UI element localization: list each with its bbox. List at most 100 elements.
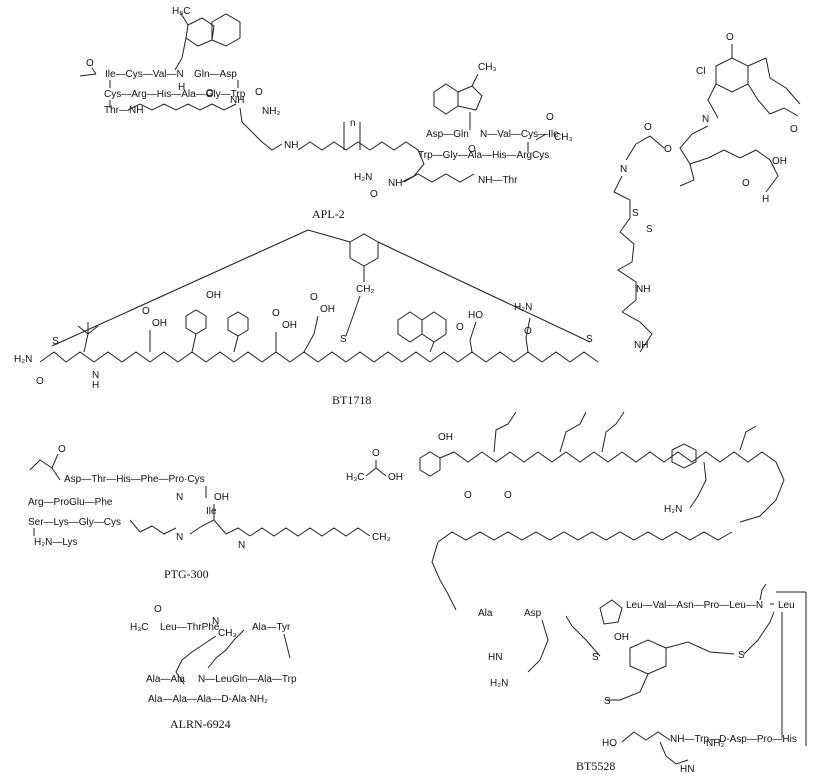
bt1718-structure: CH₂ H₂N S S S OH O OH O OH O OH O HO H₂N… [14,229,599,407]
bt1718-h2n-amide: H₂N [514,302,532,313]
may-cl: Cl [696,66,705,77]
may-o-top: O [726,32,734,43]
bt1718-o1: O [142,306,150,317]
ptg-row1: Asp—Thr—His—Phe—Pro·Cys [64,474,205,485]
bt1718-s-left: S [52,336,59,347]
apl2-right-indole [457,85,483,111]
maytansinoid-aryl-ring [715,57,749,93]
bt5528-o-me: O [464,490,472,501]
bt5528-s1: S [592,652,599,663]
alrn-h3c: H₃C [130,622,149,633]
bt1718-o3: O [310,292,318,303]
may-nh: NH [636,284,650,295]
alrn6924-structure: H₃C O Leu—ThrPhe N CH₃ Ala—Tyr Ala—Ala N… [130,604,297,731]
bt1718-ch2: CH₂ [356,284,374,295]
bt1718-oh3: OH [320,304,335,315]
apl2-right-row1: Asp—Gln [426,129,469,140]
maytansinoid-structure: O Cl O N OH O H O O N S S NH NH [613,32,801,353]
apl2-o-b: O [255,87,263,98]
apl2-o-c: O [370,189,378,200]
apl2-row1: Ile—Cys—Val—N [105,69,184,80]
apl2-n-sub: n [350,118,356,129]
may-h: H [762,194,769,205]
apl2-right-row3: NH—Thr [478,175,518,186]
ptg-row4: H₂N—Lys [34,537,78,548]
acetic-o: O [372,448,380,459]
alrn-row2: Ala—Ala [146,674,185,685]
bt5528-bottom-row: NH—Trp—D-Asp—Pro—His [670,734,797,745]
bt1718-h-1: H [92,380,99,391]
ptg-row2b: Ile [206,506,217,517]
bt5528-leu-end: Leu [778,600,795,611]
ptg-o: O [58,444,66,455]
ptg-row2a: Arg—ProGlu—Phe [28,497,113,508]
bt5528-proline [599,599,623,625]
bt1718-phe-ring [227,311,249,337]
bt5528-benzyl [671,443,697,469]
may-o-methoxy: O [790,124,798,135]
acetic-oh: OH [388,472,403,483]
apl2-row2: Cys—Arg—His—Ala—Gly—Trp [104,89,246,100]
apl2-nh-c: NH [388,178,402,189]
bt1718-n-1: N [92,370,99,381]
alrn-row1b: Ala—Tyr [252,622,291,633]
bt1718-o-bottom: O [36,376,44,387]
bt5528-caption: BT5528 [576,759,615,773]
bt1718-o4: O [456,322,464,333]
bt5528-o-me-2: O [504,490,512,501]
bt5528-structure: OH O O H₂N Ala Asp Leu—Val—Asn—Pro—Leu—N… [419,411,807,775]
apl2-row1b: Gln—Asp [194,69,237,80]
apl2-ch3-right: CH₃ [478,62,497,73]
bt5528-top-chain [439,451,777,463]
bt5528-oh-pro: OH [614,632,629,643]
bt5528-row-peptide: Leu—Val—Asn—Pro—Leu—N [626,600,763,611]
may-nh-2: NH [634,340,648,351]
alrn-n: N [212,616,219,627]
apl2-nh2-a: NH₂ [262,106,280,117]
ptg-oh: OH [214,492,229,503]
apl2-o-acetyl-right: O [546,112,554,123]
bt5528-s2: S [738,650,745,661]
may-n: N [702,114,709,125]
ptg-n-2: N [238,540,245,551]
may-s1: S [632,208,639,219]
bt1718-linker-ring [349,233,379,267]
bt5528-asp: Asp [524,608,542,619]
bt1718-o5: O [524,326,532,337]
apl2-nh-a: NH [230,95,244,106]
ptg300-caption: PTG-300 [164,567,209,581]
apl2-right-o: O [468,144,476,155]
bt5528-s3: S [604,696,611,707]
bt1718-s-right: S [586,334,593,345]
alrn-row1: Leu—ThrPhe [160,622,220,633]
may-n-2: N [620,164,627,175]
bt5528-hn-bottom: HN [680,764,694,775]
ptg-n: N [176,492,183,503]
bt5528-h2n-guan: H₂N [490,678,508,689]
ptg-n-amide: N [176,532,183,543]
bt1718-naph-ring-b [421,311,447,343]
apl2-right-row2: Trp—Gly—Ala—His—ArgCys [418,150,549,161]
bt5528-nh2-bottom: NH₂ [706,738,724,749]
bt1718-tyr-ring [185,309,207,335]
apl2-right-row1b: N—Val—Cys—Ile [480,129,559,140]
ptg300-structure: O Asp—Thr—His—Phe—Pro·Cys Arg—ProGlu—Phe… [28,444,391,581]
apl2-h1: H [178,82,185,93]
acetic-acid-structure: H₃C O OH [346,448,403,483]
bt1718-backbone [39,351,599,363]
bt5528-ala: Ala [478,608,493,619]
acetic-h3c: H₃C [346,472,365,483]
apl2-right-benzo [433,83,459,115]
bt5528-oh: OH [438,432,453,443]
may-s2: S [646,224,653,235]
bt5528-sarcosine-chain [437,531,733,543]
may-oh: OH [772,156,787,167]
apl2-h3c-top: H₃C [172,6,191,17]
may-o-carbonyl: O [644,122,652,133]
bt1718-oh2: OH [282,320,297,331]
bt1718-caption: BT1718 [332,393,371,407]
bt5528-hn-guan: HN [488,652,502,663]
alrn-row3: Ala—Ala—Ala—D-Ala·NH₂ [148,694,268,705]
